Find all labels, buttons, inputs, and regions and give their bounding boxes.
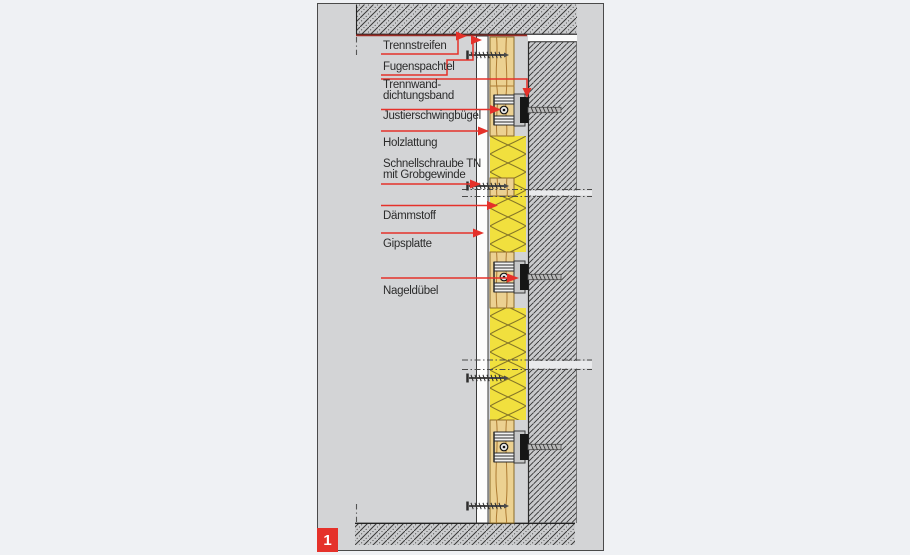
label-fugenspachtel: Fugenspachtel bbox=[383, 60, 455, 73]
figure-number-badge: 1 bbox=[317, 528, 338, 552]
label-justierschwingbuegel: Justierschwingbügel bbox=[383, 110, 481, 122]
figure-panel bbox=[317, 3, 604, 551]
label-daemmstoff: Dämmstoff bbox=[383, 210, 436, 222]
label-gipsplatte: Gipsplatte bbox=[383, 237, 432, 250]
label-holzlattung: Holzlattung bbox=[383, 136, 438, 149]
label-schnellschraube: Schnellschraube TN mit Grobgewinde bbox=[383, 157, 481, 181]
label-trennwanddichtungsband: Trennwand- dichtungsband bbox=[383, 79, 454, 102]
label-nagelduebel: Nageldübel bbox=[383, 284, 439, 297]
label-trennstreifen: Trennstreifen bbox=[383, 40, 447, 52]
